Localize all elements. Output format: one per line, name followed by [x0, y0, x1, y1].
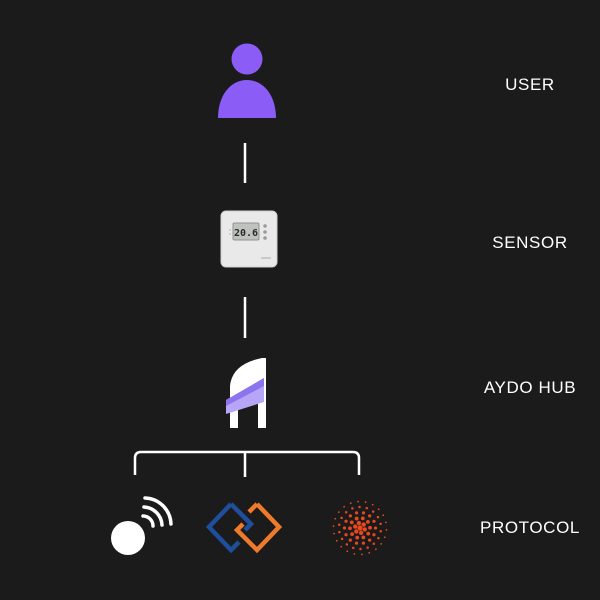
burst-dot: [340, 516, 343, 520]
burst-dot: [377, 536, 380, 540]
burst-dot: [357, 525, 363, 531]
burst-dot: [373, 526, 378, 530]
burst-dot: [340, 545, 343, 548]
burst-dot: [371, 503, 374, 506]
burst-dot: [345, 543, 349, 546]
burst-dot: [368, 525, 372, 530]
burst-dot: [368, 551, 371, 554]
burst-dot: [361, 535, 366, 540]
burst-dot: [338, 530, 341, 534]
burst-dot: [349, 520, 354, 525]
burst-dot: [361, 541, 366, 545]
burst-dot: [372, 533, 376, 537]
burst-dot: [372, 542, 376, 546]
burst-dot: [356, 520, 362, 526]
burst-dot: [365, 506, 368, 510]
burst-dot: [352, 546, 355, 550]
burst-dot: [358, 505, 361, 509]
burst-dot: [368, 514, 372, 518]
burst-dot: [385, 529, 388, 531]
aydo-hub-logo: [226, 358, 266, 428]
user-icon: [218, 43, 276, 118]
burst-dot: [371, 510, 375, 513]
burst-dot: [354, 541, 359, 545]
wireless-signal-icon: [111, 496, 173, 555]
burst-dot: [361, 511, 366, 515]
burst-dot: [385, 521, 387, 524]
burst-dot: [351, 507, 354, 510]
burst-dot: [376, 515, 380, 519]
burst-dot: [374, 548, 377, 551]
burst-dot: [353, 552, 356, 555]
burst-dot: [354, 529, 359, 534]
burst-dot: [342, 526, 347, 530]
burst-dot: [366, 546, 369, 549]
burst-dot: [377, 508, 380, 511]
burst-dot: [335, 539, 338, 542]
burst-dot: [368, 538, 372, 542]
burst-dot: [366, 531, 371, 536]
burst-dot: [344, 533, 348, 537]
burst-dot: [360, 516, 365, 521]
burst-dot: [337, 511, 340, 514]
burst-dot: [340, 537, 344, 541]
burst-dot: [358, 530, 364, 536]
label-aydo-hub: AYDO HUB: [483, 378, 577, 397]
burst-dot: [364, 501, 367, 504]
burst-dot: [346, 550, 349, 553]
burst-dot: [350, 532, 354, 536]
burst-dot: [353, 524, 358, 529]
burst-dot: [333, 532, 335, 535]
burst-dot: [359, 547, 362, 551]
burst-dot: [382, 514, 385, 517]
burst-dot: [354, 511, 359, 515]
burst-dot: [343, 505, 346, 508]
burst-dot: [348, 526, 352, 531]
burst-dot: [361, 522, 366, 527]
thermostat-display: 20.6: [234, 228, 258, 239]
burst-dot: [344, 519, 348, 523]
burst-dot: [357, 500, 360, 503]
burst-dot: [348, 514, 352, 518]
burst-dot: [366, 520, 370, 524]
radial-burst-icon: [332, 500, 388, 556]
burst-dot: [349, 502, 352, 505]
burst-dot: [334, 517, 337, 520]
label-user: USER: [505, 75, 555, 94]
burst-dot: [354, 516, 359, 521]
burst-dot: [372, 519, 376, 523]
burst-dot: [360, 553, 363, 556]
burst-dot: [344, 510, 348, 514]
burst-dot: [337, 523, 341, 527]
burst-dot: [383, 536, 386, 539]
label-sensor: SENSOR: [492, 233, 568, 252]
burst-dot: [355, 535, 360, 540]
connector-hub-protocols: [133, 450, 361, 475]
burst-dot: [380, 542, 383, 545]
thermostat-icon: 20.6: [220, 210, 278, 268]
burst-dot: [332, 525, 335, 527]
linked-diamonds-icon: [205, 502, 283, 554]
burst-dot: [362, 527, 367, 532]
burst-dot: [348, 538, 352, 542]
label-protocol: PROTOCOL: [480, 518, 580, 537]
burst-dot: [379, 529, 383, 533]
burst-dot: [379, 522, 382, 526]
